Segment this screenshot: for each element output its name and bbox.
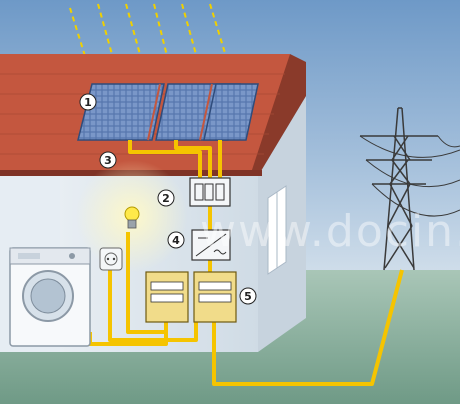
light-bulb-icon: [124, 206, 140, 229]
power-pylon-icon: [359, 107, 460, 271]
inverter-icon: [191, 229, 231, 261]
window: [267, 185, 287, 275]
junction-box-icon: [189, 177, 231, 207]
callout-4: 4: [167, 231, 185, 249]
power-cables: [88, 140, 404, 386]
callout-label: 3: [104, 154, 112, 167]
callout-1: 1: [79, 93, 97, 111]
callout-3: 3: [99, 151, 117, 169]
electricity-meter-icon: [145, 271, 237, 323]
callout-label: 5: [244, 290, 252, 303]
watermark: www.docin.: [200, 206, 460, 257]
callout-label: 2: [162, 192, 170, 205]
callout-label: 1: [84, 96, 92, 109]
solar-panel-icon: [77, 83, 259, 141]
washing-machine-icon: [9, 247, 91, 347]
callout-2: 2: [157, 189, 175, 207]
callout-label: 4: [172, 234, 180, 247]
callout-5: 5: [239, 287, 257, 305]
power-socket-icon: [99, 247, 123, 271]
